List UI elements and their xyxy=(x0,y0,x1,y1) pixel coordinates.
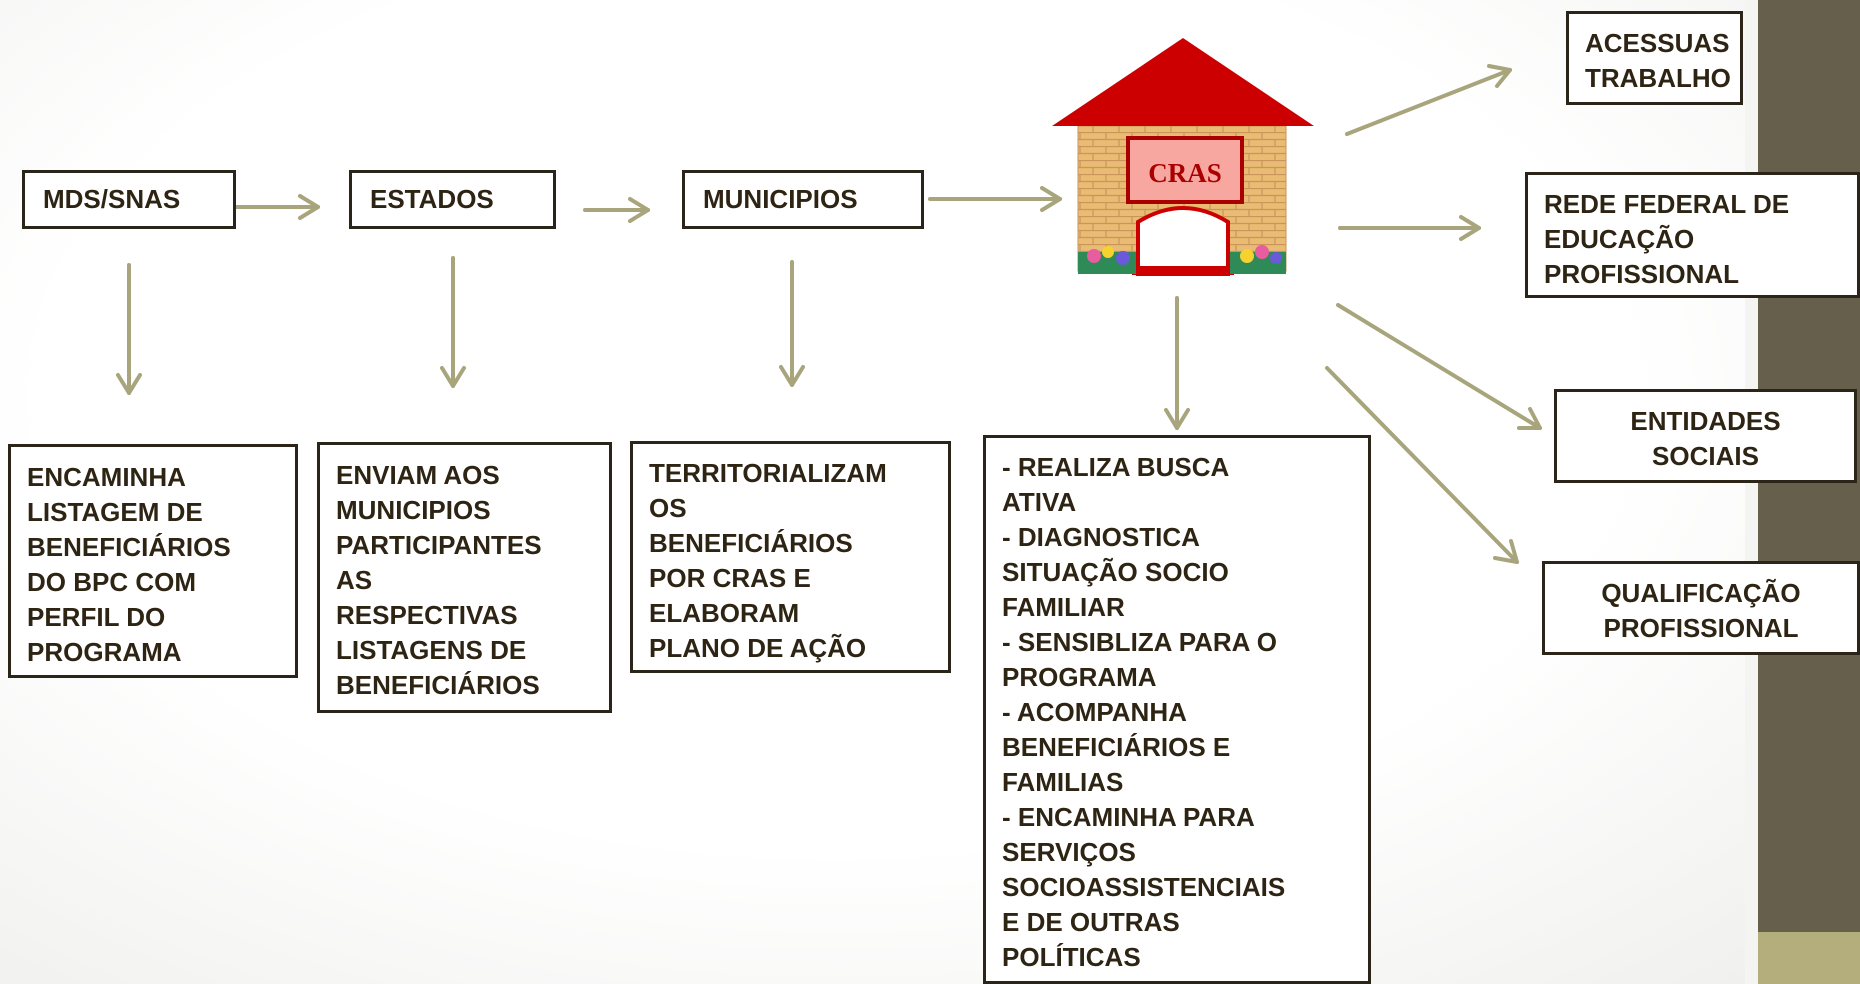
mds-snas-box: MDS/SNAS xyxy=(22,170,236,229)
side-bar-light xyxy=(1758,932,1860,984)
qualificacao-box: QUALIFICAÇÃO PROFISSIONAL xyxy=(1542,561,1860,655)
municipios-detail-box: TERRITORIALIZAM OS BENEFICIÁRIOS POR CRA… xyxy=(630,441,951,673)
side-bar-dark xyxy=(1758,0,1860,984)
arrow-cras-acessuas xyxy=(1345,64,1512,136)
arrow-mds-down xyxy=(116,263,142,395)
mds-detail-box: ENCAMINHA LISTAGEM DE BENEFICIÁRIOS DO B… xyxy=(8,444,298,678)
arrow-estados-municipios xyxy=(583,197,650,223)
arrow-cras-qualificacao xyxy=(1325,366,1519,564)
arrow-cras-entidades xyxy=(1336,303,1542,430)
acessuas-box: ACESSUAS TRABALHO xyxy=(1566,11,1743,105)
cras-sign: CRAS xyxy=(1148,158,1222,188)
estados-box: ESTADOS xyxy=(349,170,556,229)
cras-detail-box: - REALIZA BUSCA ATIVA - DIAGNOSTICA SITU… xyxy=(983,435,1371,984)
arrow-estados-down xyxy=(440,256,466,388)
estados-detail-box: ENVIAM AOS MUNICIPIOS PARTICIPANTES AS R… xyxy=(317,442,612,713)
entidades-box: ENTIDADES SOCIAIS xyxy=(1554,389,1857,483)
municipios-box: MUNICIPIOS xyxy=(682,170,924,229)
arrow-mds-estados xyxy=(234,194,320,220)
arrow-cras-rede xyxy=(1338,215,1481,241)
arrow-municipios-down xyxy=(779,260,805,387)
cras-house-icon: CRAS xyxy=(1052,38,1314,276)
arrow-cras-down xyxy=(1164,296,1190,430)
rede-federal-box: REDE FEDERAL DE EDUCAÇÃO PROFISSIONAL xyxy=(1525,172,1860,298)
arrow-municipios-cras xyxy=(928,186,1062,212)
